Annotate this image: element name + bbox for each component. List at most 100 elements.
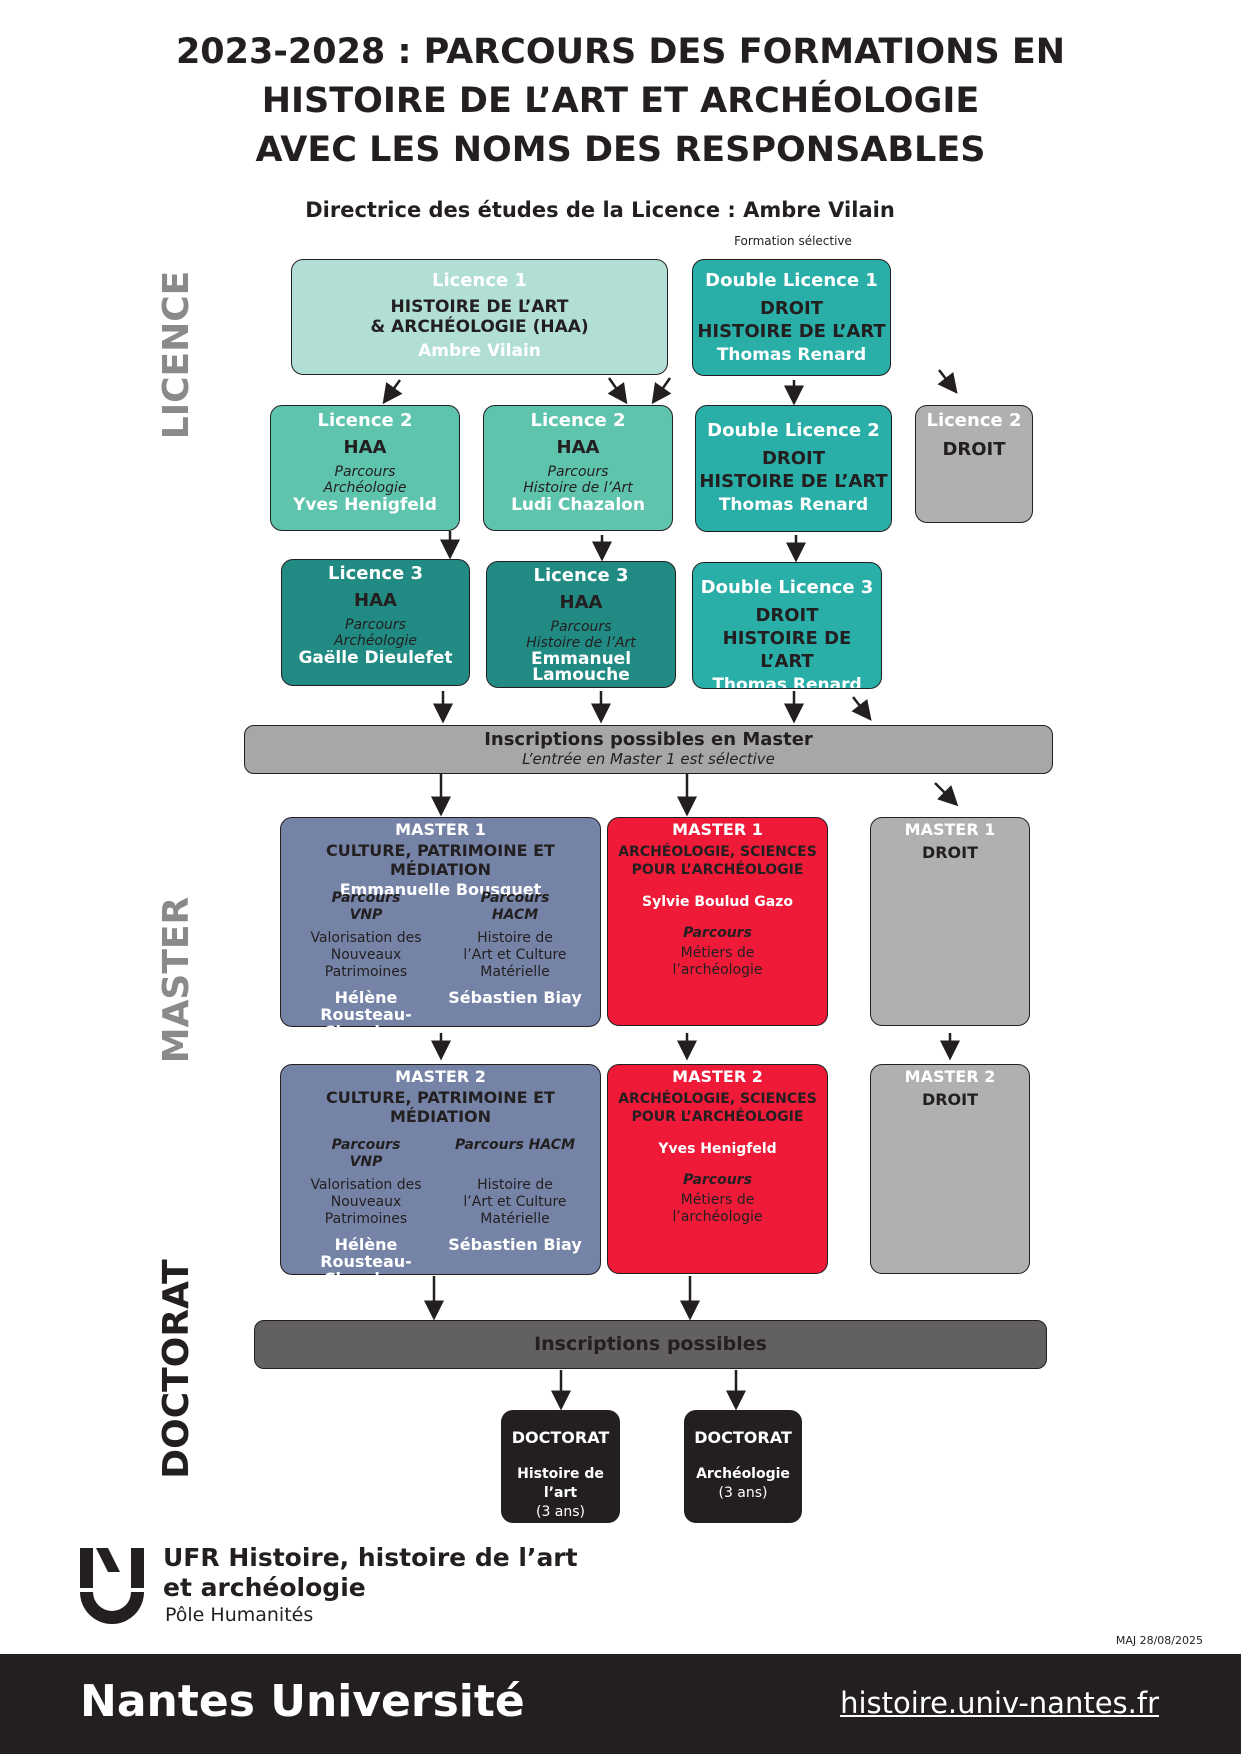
- master2-hacm-column: Parcours HACM Histoire de l’Art et Cultu…: [440, 1137, 590, 1253]
- doctorat-histoire-name: Histoire de l’art: [517, 1466, 604, 1501]
- master1-vnp-code: VNP: [349, 907, 383, 923]
- licence3-hist-parcours: Parcours: [550, 619, 612, 635]
- doctorat-archeologie-header: DOCTORAT: [694, 1428, 792, 1447]
- double-licence1-box: Double Licence 1 DROIT HISTOIRE DE L’ART…: [692, 259, 891, 376]
- master2-arch-parcours: Parcours: [683, 1172, 752, 1188]
- licence-director: Directrice des études de la Licence : Am…: [305, 198, 895, 222]
- selective-note: Formation sélective: [734, 234, 852, 248]
- master1-vnp-desc2: Nouveaux: [330, 947, 402, 963]
- master2-vnp-column: Parcours VNP Valorisation des Nouveaux P…: [290, 1137, 442, 1287]
- master1-arch-desc2: l’archéologie: [672, 962, 763, 978]
- master2-hacm-parcours: Parcours HACM: [454, 1137, 576, 1153]
- master1-vnp-desc1: Valorisation des: [310, 930, 422, 946]
- master1-cpm-header: MASTER 1: [395, 820, 486, 839]
- arrow: [851, 696, 872, 721]
- master1-vnp-person2: Chambon: [323, 1022, 409, 1041]
- licence3-hist-box: Licence 3 HAA Parcours Histoire de l’Art…: [486, 561, 676, 688]
- master2-arch-desc1: Métiers de: [680, 1192, 755, 1208]
- doctorat-archeologie-duration: (3 ans): [718, 1485, 768, 1501]
- master1-hacm-column: Parcours HACM Histoire de l’Art et Cultu…: [440, 890, 590, 1006]
- page-title: 2023-2028 : PARCOURS DES FORMATIONS EN H…: [0, 28, 1241, 175]
- doctorat-histoire-header: DOCTORAT: [511, 1428, 610, 1447]
- licence2-arch-name: HAA: [343, 437, 387, 458]
- master2-cpm-box: MASTER 2 CULTURE, PATRIMOINE ET MÉDIATIO…: [280, 1064, 601, 1275]
- licence3-arch-name: HAA: [354, 590, 397, 611]
- master1-vnp-desc3: Patrimoines: [324, 964, 408, 980]
- double-licence3-line1: DROIT: [755, 605, 819, 626]
- licence2-arch-person: Yves Henigfeld: [293, 495, 437, 515]
- licence1-header: Licence 1: [431, 270, 527, 291]
- licence2-droit-header: Licence 2: [926, 410, 1022, 431]
- licence2-hist-header: Licence 2: [530, 410, 626, 431]
- double-licence1-line2: HISTOIRE DE L’ART: [697, 321, 886, 342]
- arrow: [937, 369, 958, 394]
- double-licence3-header: Double Licence 3: [700, 577, 874, 598]
- licence2-hist-name: HAA: [556, 437, 600, 458]
- footer-website-link[interactable]: histoire.univ-nantes.fr: [840, 1686, 1159, 1720]
- nantes-universite-logo-icon: [80, 1548, 144, 1624]
- master2-arch-person: Yves Henigfeld: [658, 1141, 777, 1157]
- arrow: [382, 379, 403, 405]
- licence3-arch-person: Gaëlle Dieulefet: [298, 648, 453, 668]
- master1-hacm-desc1: Histoire de: [477, 930, 553, 946]
- master1-cpm-box: MASTER 1 CULTURE, PATRIMOINE ET MÉDIATIO…: [280, 817, 601, 1027]
- licence2-arch-box: Licence 2 HAA Parcours Archéologie Yves …: [270, 405, 460, 531]
- double-licence2-line2: HISTOIRE DE L’ART: [699, 471, 888, 492]
- licence3-arch-box: Licence 3 HAA Parcours Archéologie Gaëll…: [281, 559, 470, 686]
- licence1-box: Licence 1 HISTOIRE DE L’ART & ARCHÉOLOGI…: [291, 259, 668, 375]
- master2-vnp-parcours: Parcours: [331, 1137, 401, 1153]
- licence1-person: Ambre Vilain: [418, 341, 541, 361]
- licence2-arch-parcours: Parcours: [334, 464, 396, 480]
- title-line-2: HISTOIRE DE L’ART ET ARCHÉOLOGIE: [261, 81, 980, 121]
- master1-hacm-code: HACM: [491, 907, 539, 923]
- doctorat-inscriptions-bar: Inscriptions possibles: [254, 1320, 1047, 1369]
- master2-droit-box: MASTER 2 DROIT: [870, 1064, 1030, 1274]
- update-date: MAJ 28/08/2025: [1115, 1634, 1203, 1647]
- double-licence3-box: Double Licence 3 DROIT HISTOIRE DE L’ART…: [692, 562, 882, 689]
- doctorat-archeologie-box: DOCTORAT Archéologie (3 ans): [684, 1410, 802, 1523]
- master2-droit-header: MASTER 2: [904, 1067, 996, 1086]
- licence2-hist-parcours-name: Histoire de l’Art: [523, 480, 633, 496]
- master1-arch-parcours: Parcours: [683, 925, 752, 941]
- licence3-hist-person-line1: Emmanuel: [530, 649, 632, 669]
- master1-arch-person: Sylvie Boulud Gazo: [642, 894, 793, 910]
- master1-cpm-person: Emmanuelle Bousquet: [339, 880, 542, 899]
- master2-arch-name-line2: POUR L’ARCHÉOLOGIE: [631, 1109, 804, 1125]
- ufr-name: UFR Histoire, histoire de l’art et arché…: [163, 1543, 578, 1603]
- double-licence2-header: Double Licence 2: [707, 420, 880, 441]
- licence2-hist-parcours: Parcours: [547, 464, 609, 480]
- double-licence1-person: Thomas Renard: [716, 345, 867, 365]
- double-licence3-person: Thomas Renard: [712, 675, 862, 689]
- master2-hacm-desc1: Histoire de: [477, 1177, 553, 1193]
- licence2-hist-person: Ludi Chazalon: [511, 495, 645, 515]
- double-licence2-box: Double Licence 2 DROIT HISTOIRE DE L’ART…: [695, 405, 892, 532]
- licence3-hist-person-line2: Lamouche: [532, 665, 630, 685]
- licence3-arch-parcours: Parcours: [345, 617, 406, 633]
- doctorat-histoire-duration: (3 ans): [535, 1504, 586, 1520]
- master2-vnp-desc2: Nouveaux: [330, 1194, 402, 1210]
- master2-vnp-person2: Chambon: [323, 1269, 409, 1288]
- licence2-droit-name: DROIT: [942, 439, 1006, 460]
- title-line-1: 2023-2028 : PARCOURS DES FORMATIONS EN: [175, 32, 1066, 72]
- doctorat-histoire-box: DOCTORAT Histoire de l’art (3 ans): [501, 1410, 620, 1523]
- double-licence3-line2: HISTOIRE DE L’ART: [722, 628, 852, 672]
- ufr-name-line1: UFR Histoire, histoire de l’art: [163, 1543, 578, 1572]
- licence3-hist-header: Licence 3: [533, 565, 629, 586]
- ufr-name-line2: et archéologie: [163, 1573, 366, 1602]
- master2-vnp-code: VNP: [349, 1154, 383, 1170]
- master2-vnp-person1: Hélène Rousteau-: [320, 1235, 412, 1271]
- arrow: [607, 377, 628, 405]
- licence3-arch-header: Licence 3: [327, 563, 423, 584]
- master1-hacm-person: Sébastien Biay: [448, 988, 582, 1007]
- master2-hacm-person: Sébastien Biay: [448, 1235, 582, 1254]
- doctorat-archeologie-name: Archéologie: [696, 1466, 790, 1482]
- master1-vnp-parcours: Parcours: [331, 890, 401, 906]
- master-bar-line2: L’entrée en Master 1 est sélective: [522, 750, 775, 768]
- master1-droit-box: MASTER 1 DROIT: [870, 817, 1030, 1026]
- double-licence2-line1: DROIT: [761, 448, 826, 469]
- master2-arch-box: MASTER 2 ARCHÉOLOGIE, SCIENCES POUR L’AR…: [607, 1064, 828, 1274]
- master2-hacm-desc3: Matérielle: [480, 1211, 550, 1227]
- master1-hacm-desc2: l’Art et Culture: [463, 947, 567, 963]
- master1-droit-name: DROIT: [921, 843, 979, 862]
